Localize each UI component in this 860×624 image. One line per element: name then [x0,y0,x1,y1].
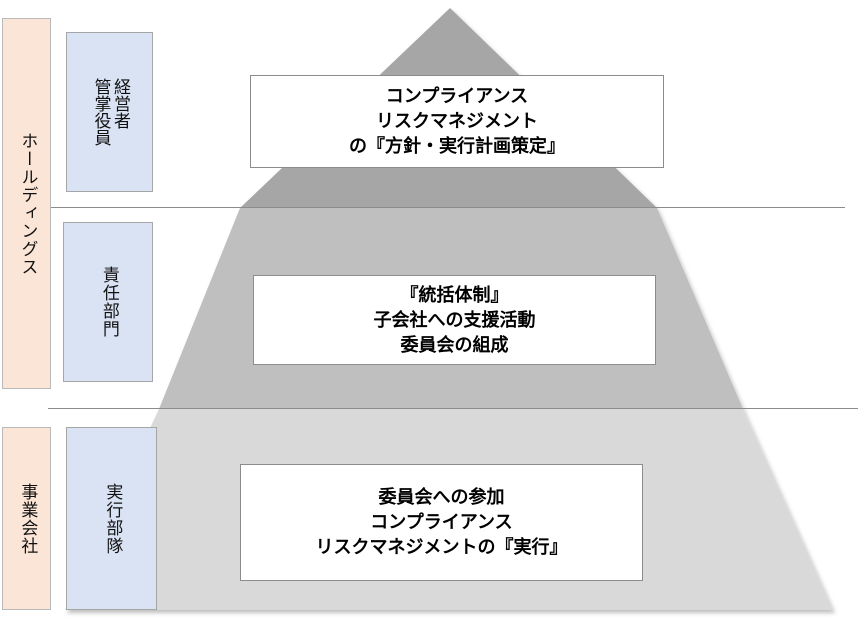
role-label-executives-text: 経営者 管掌役員 [90,78,131,146]
role-label-execution-dept: 実行部隊 [66,427,157,610]
tier-middle-textbox: 『統括体制』 子会社への支援活動 委員会の組成 [253,275,656,365]
role-label-execution-dept-text: 実行部隊 [102,482,123,555]
role-label-executives: 経営者 管掌役員 [66,32,153,192]
tier-middle-text: 『統括体制』 子会社への支援活動 委員会の組成 [373,284,536,356]
role-label-responsible-dept: 責任部門 [63,222,153,382]
org-label-holdings: ホールディングス [2,18,51,389]
divider-upper [48,207,845,208]
tier-bottom-text: 委員会への参加 コンプライアンス リスクマネジメントの『実行』 [315,487,568,558]
tier-top-textbox: コンプライアンス リスクマネジメント の『方針・実行計画策定』 [250,75,664,168]
org-label-holdings-text: ホールディングス [17,131,38,276]
tier-top-text: コンプライアンス リスクマネジメント の『方針・実行計画策定』 [349,86,565,157]
role-label-responsible-dept-text: 責任部門 [98,266,119,338]
divider-lower [48,408,858,409]
org-label-operating-company: 事業会社 [2,427,51,610]
org-label-operating-company-text: 事業会社 [17,482,38,555]
tier-bottom-textbox: 委員会への参加 コンプライアンス リスクマネジメントの『実行』 [240,464,643,581]
